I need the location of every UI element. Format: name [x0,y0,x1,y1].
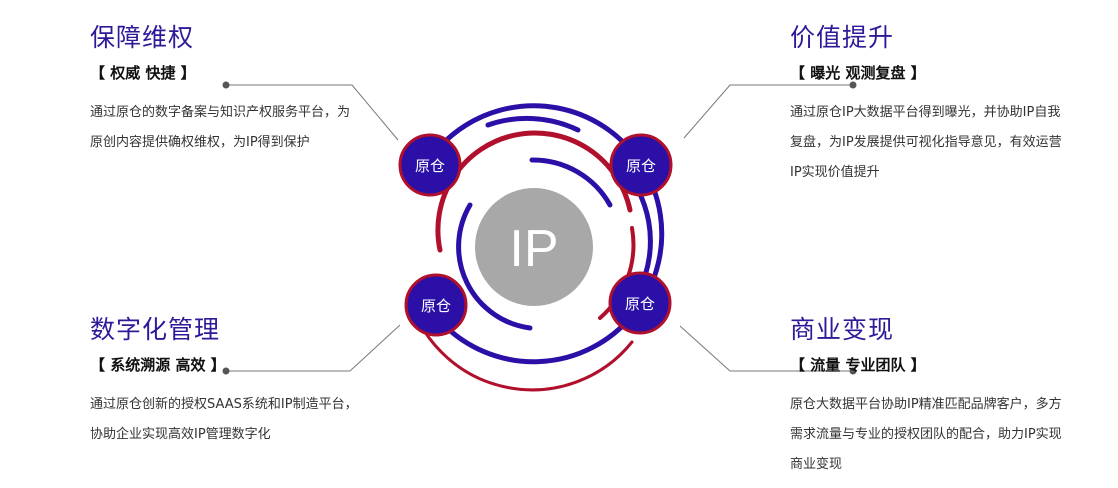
center-circle [475,188,593,306]
connector-bl [226,324,401,372]
inner-arc-left [456,202,533,331]
block-digital-management: 数字化管理 【 系统溯源 高效 】 通过原仓创新的授权SAAS系统和IP制造平台… [90,315,360,450]
connector-dot-br [849,367,857,375]
connector-dot-tl [222,81,230,89]
block-description: 通过原仓的数字备案与知识产权服务平台，为原创内容提供确权维权，为IP得到保护 [90,105,351,150]
outer-arc-ring [417,103,665,365]
block-subtitle: 【 流量 专业团队 】 [790,356,926,374]
block-subtitle: 【 权威 快捷 】 [90,64,196,82]
connector-tr [683,84,853,139]
connector-dot-bl [222,367,230,375]
block-description: 通过原仓创新的授权SAAS系统和IP制造平台，协助企业实现高效IP管理数字化 [90,397,358,442]
node-tr: 原仓 [609,133,673,197]
node-br-label: 原仓 [625,295,655,313]
node-bl-label: 原仓 [421,297,451,315]
block-title: 商业变现 [790,315,895,344]
node-tl-label: 原仓 [415,157,445,175]
node-br: 原仓 [608,271,672,335]
block-description: 原仓大数据平台协助IP精准匹配品牌客户，多方需求流量与专业的授权团队的配合，助力… [790,397,1062,472]
inner-arc-topright [529,157,613,208]
block-protect-rights: 保障维权 【 权威 快捷 】 通过原仓的数字备案与知识产权服务平台，为原创内容提… [90,23,360,158]
block-title: 价值提升 [790,23,895,52]
outer-arc-top [485,115,581,133]
block-value-improvement: 价值提升 【 曝光 观测复盘 】 通过原仓IP大数据平台得到曝光，并协助IP自我… [790,23,1065,188]
node-bl: 原仓 [404,273,468,337]
block-title: 保障维权 [90,23,195,52]
connector-dot-tr [849,81,857,89]
node-tr-label: 原仓 [626,157,656,175]
node-tl: 原仓 [398,133,462,197]
block-monetization: 商业变现 【 流量 专业团队 】 原仓大数据平台协助IP精准匹配品牌客户，多方需… [790,315,1065,480]
connector-br [679,325,853,372]
center-label: IP [509,220,558,278]
connector-tl [226,84,399,141]
red-arc-bottom [408,298,634,392]
block-title: 数字化管理 [90,315,221,344]
block-description: 通过原仓IP大数据平台得到曝光，并协助IP自我复盘，为IP发展提供可视化指导意见… [790,105,1062,180]
block-subtitle: 【 系统溯源 高效 】 [90,356,226,374]
block-subtitle: 【 曝光 观测复盘 】 [790,64,926,82]
